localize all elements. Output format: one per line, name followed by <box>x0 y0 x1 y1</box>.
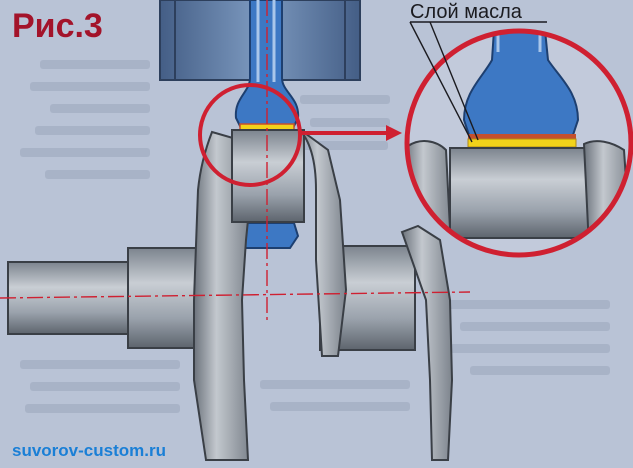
crankpin <box>231 129 305 223</box>
figure-label: Рис.3 <box>12 7 103 45</box>
callout-leader-lines <box>409 21 547 143</box>
counterweight <box>400 224 454 461</box>
site-watermark: suvorov-custom.ru <box>12 441 166 460</box>
right-crank-web <box>297 127 348 357</box>
zoom-arrow <box>300 125 402 141</box>
oil-layer-callout: Слой масла <box>410 1 522 23</box>
large-magnifier-circle <box>404 28 633 258</box>
magnified-bearing-view <box>407 31 631 255</box>
